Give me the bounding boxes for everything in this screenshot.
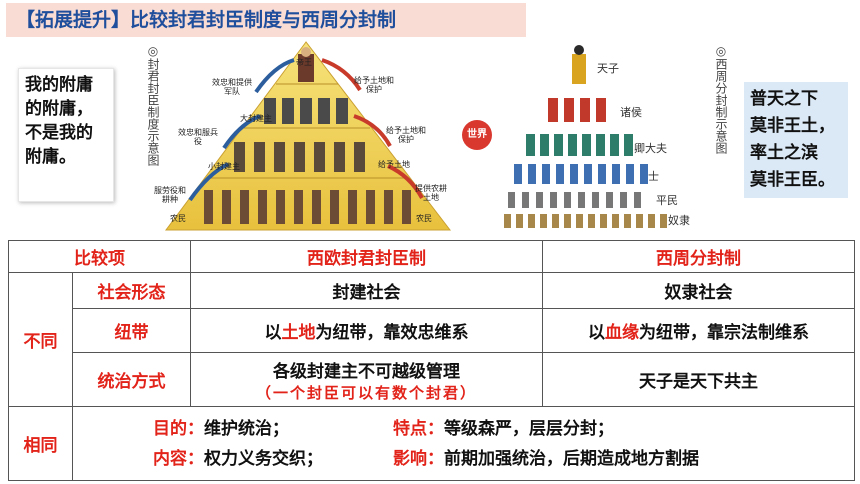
west-rule: 各级封建主不可越级管理	[273, 361, 460, 382]
quote-right-line: 率土之滨	[750, 143, 818, 163]
table-row: 统治方式 各级封建主不可越级管理 （一个封臣可以有数个封君） 天子是天下共主	[9, 352, 855, 407]
text-part: 以	[588, 323, 605, 343]
label-king: 帝王	[296, 58, 312, 67]
purpose-label: 目的：	[153, 418, 204, 439]
feature-label: 特点：	[393, 418, 444, 439]
quote-right-line: 莫非王土，	[750, 116, 835, 136]
content-label: 内容：	[153, 448, 204, 469]
row-west: 封建社会	[190, 272, 543, 309]
peasant-figures	[204, 190, 411, 224]
table-row: 不同 社会形态 封建社会 奴隶社会	[8, 272, 855, 407]
same-label: 相同	[8, 406, 73, 481]
diff-label: 不同	[8, 272, 73, 407]
row-name: 社会形态	[72, 272, 191, 309]
level-minister: 卿大夫	[634, 142, 667, 155]
label-loyal-serve: 效忠和服兵役	[178, 128, 218, 146]
feature-text: 等级森严，层层分封；	[444, 418, 614, 439]
row-name: 纽带	[72, 308, 191, 353]
effect-text: 前期加强统治，后期造成地方割据	[444, 448, 699, 469]
scholar-figures	[514, 164, 648, 184]
comparison-table: 比较项 西欧封君封臣制 西周分封制 不同 社会形态 封建社会 奴隶社会 纽带 以…	[8, 240, 855, 481]
row-zhou: 以血缘为纽带，靠宗法制维系	[542, 308, 855, 353]
row-west: 以土地为纽带，靠效忠维系	[190, 308, 543, 353]
label-peasant-left: 农民	[170, 214, 186, 223]
header-zhou: 西周分封制	[542, 240, 855, 273]
zhou-hierarchy-diagram	[504, 45, 667, 228]
content-text: 权力义务交织；	[204, 448, 323, 469]
header-west: 西欧封君封臣制	[190, 240, 543, 273]
quote-right-line: 普天之下	[750, 89, 818, 109]
level-son-of-heaven: 天子	[597, 62, 619, 75]
left-diagram-title: ◎封君封臣制度示意图	[146, 44, 160, 166]
row-west: 各级封建主不可越级管理 （一个封臣可以有数个封君）	[190, 352, 543, 407]
quote-left: 我的附庸的附庸，不是我的附庸。	[18, 68, 114, 202]
quote-right-line: 莫非王臣。	[750, 170, 835, 190]
label-grant-land-3: 给予土地	[378, 160, 410, 169]
label-labor: 服劳役和耕种	[154, 186, 186, 204]
page-title: 【拓展提升】比较封君封臣制度与西周分封制	[6, 3, 526, 37]
quote-right: 普天之下 莫非王土， 率土之滨 莫非王臣。	[744, 82, 848, 198]
label-loyal-military: 效忠和提供军队	[212, 78, 252, 96]
seal-icon: 世界	[462, 120, 492, 150]
arrow-icons	[188, 58, 424, 202]
label-grant-land-1: 给予土地和保护	[354, 76, 394, 94]
label-grant-land-2: 给予土地和保护	[386, 126, 426, 144]
header-item: 比较项	[8, 240, 191, 273]
vassal-figures	[548, 98, 606, 122]
table-row: 纽带 以土地为纽带，靠效忠维系 以血缘为纽带，靠宗法制维系	[9, 308, 855, 353]
slave-figures	[504, 214, 667, 228]
same-feature: 特点：等级森严，层层分封；	[393, 414, 614, 444]
small-lord-figures	[234, 142, 365, 172]
same-content: 目的：维护统治； 特点：等级森严，层层分封； 内容：权力义务交织； 影响：前期加…	[72, 406, 855, 481]
table-header-row: 比较项 西欧封君封臣制 西周分封制	[8, 240, 855, 273]
effect-label: 影响：	[393, 448, 444, 469]
same-content-item: 内容：权力义务交织；	[153, 444, 393, 474]
keyword-land: 土地	[281, 323, 316, 343]
table-same-row: 相同 目的：维护统治； 特点：等级森严，层层分封； 内容：权力义务交织； 影响：…	[8, 406, 855, 481]
feudal-pyramid-diagram	[165, 41, 452, 231]
level-slave: 奴隶	[668, 214, 690, 227]
minister-figures	[526, 134, 633, 156]
level-commoner: 平民	[656, 194, 678, 207]
label-small-lord: 小封建主	[208, 162, 240, 171]
text-part: 以	[264, 323, 282, 343]
son-of-heaven-figure	[572, 45, 586, 84]
purpose-text: 维护统治；	[204, 418, 289, 439]
king-figure	[298, 47, 314, 82]
label-provide-land: 提供农耕土地	[415, 184, 447, 202]
same-effect: 影响：前期加强统治，后期造成地方割据	[393, 444, 699, 474]
same-line: 目的：维护统治； 特点：等级森严，层层分封；	[153, 414, 854, 444]
label-peasant-right: 农民	[416, 214, 432, 223]
level-vassal: 诸侯	[620, 106, 642, 119]
text-part: 为纽带，靠宗法制维系	[639, 323, 809, 343]
level-scholar: 士	[648, 170, 659, 183]
same-purpose: 目的：维护统治；	[153, 414, 393, 444]
same-line: 内容：权力义务交织； 影响：前期加强统治，后期造成地方割据	[153, 444, 854, 474]
row-zhou: 天子是天下共主	[542, 352, 855, 407]
commoner-figures	[508, 192, 641, 208]
row-zhou: 奴隶社会	[542, 272, 855, 309]
label-great-lord: 大封建主	[240, 114, 272, 123]
text-part: 为纽带，靠效忠维系	[315, 323, 469, 343]
keyword-blood: 血缘	[605, 323, 639, 343]
great-lord-figures	[264, 98, 348, 124]
west-note: （一个封臣可以有数个封君）	[255, 383, 477, 402]
row-name: 统治方式	[72, 352, 191, 407]
right-diagram-title: ◎西周分封制示意图	[714, 44, 728, 154]
